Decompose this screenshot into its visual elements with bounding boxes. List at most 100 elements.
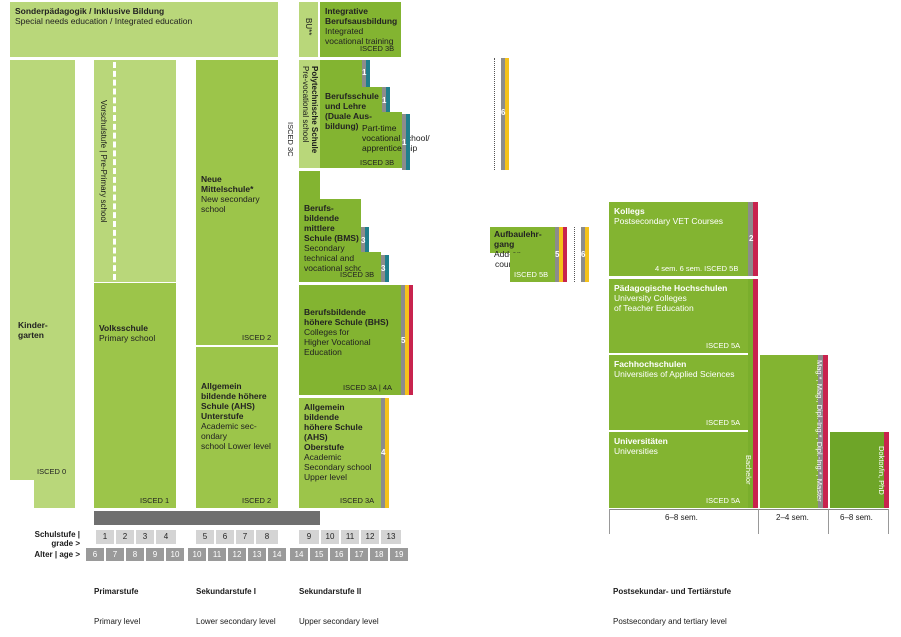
age-cell: 18: [370, 548, 388, 561]
volksschule-subtitle: Primary school: [99, 333, 156, 343]
grade-cell: 2: [116, 530, 134, 544]
volksschule-title: Volksschule: [99, 323, 148, 333]
bachelor-column: [748, 279, 753, 508]
preprimary-label: Vorschulstufe | Pre-Primary school: [99, 100, 108, 223]
bu-label: BU**: [304, 18, 313, 36]
integrative-isced: ISCED 3B: [360, 44, 395, 53]
berufsschule-bar2-grey: [382, 87, 386, 112]
grade-cell: 3: [136, 530, 154, 544]
master-bar-red: [823, 355, 828, 508]
grade-cell: 7: [236, 530, 254, 544]
kolleg-isced: 4 sem. 6 sem. ISCED 5B: [655, 264, 739, 273]
berufsschule-step1: [320, 60, 362, 90]
kolleg-bar-grey: [748, 202, 753, 276]
age-cell: 8: [126, 548, 144, 561]
grade-cell: 6: [216, 530, 234, 544]
bachelor-bar-red: [753, 279, 758, 508]
age-cell: 10: [188, 548, 206, 561]
fh-isced: ISCED 5A: [706, 418, 741, 427]
kindergarten-step: [34, 480, 75, 508]
ahs-upper-isced: ISCED 3A: [340, 496, 375, 505]
aufbau-n: 5: [555, 250, 560, 259]
aufbau-isced: ISCED 5B: [514, 270, 549, 279]
ahs-upper-subtitle: Academic Secondary school Upper level: [304, 452, 372, 482]
kolleg-n: 2: [749, 234, 754, 243]
grade-cell: 11: [341, 530, 359, 544]
duration-doctor: 6–8 sem.: [840, 513, 873, 522]
volksschule-block: Volksschule Primary school: [94, 283, 176, 508]
berufsschule-bar1-teal: [366, 60, 370, 88]
bms-top: [299, 171, 320, 199]
age-cell: 19: [390, 548, 408, 561]
level-tertiary: Postsekundar- und Tertiärstufe Postsecon…: [613, 587, 732, 626]
berufsschule-block: Berufsschule und Lehre (Duale Aus- bildu…: [320, 87, 382, 168]
isced3c-label: ISCED 3C: [286, 122, 295, 157]
six-a: 6: [501, 108, 506, 117]
bachelor-label: Bachelor: [744, 455, 753, 485]
uni-block: Universitäten Universities: [609, 432, 748, 508]
special-needs-subtitle: Special needs education / Integrated edu…: [15, 16, 193, 26]
preprimary-block: [94, 60, 176, 282]
special-needs-block: Sonderpädagogik / Inklusive Bildung Spec…: [10, 2, 278, 57]
berufsschule-n1: 1: [362, 68, 367, 77]
bhs-isced: ISCED 3A | 4A: [343, 383, 393, 392]
integrative-subtitle: Integrated vocational training: [325, 26, 394, 46]
bhs-title: Berufsbildende höhere Schule (BHS): [304, 307, 389, 327]
doctor-block: [830, 432, 884, 508]
special-needs-title: Sonderpädagogik / Inklusive Bildung: [15, 6, 165, 16]
level-primary: Primarstufe Primary level: [94, 587, 141, 626]
six-a-bar-yellow: [505, 58, 509, 170]
compulsory-bar: Allgemeine Schulpflicht | compulsory edu…: [94, 511, 320, 550]
berufsschule-bar2-teal: [386, 87, 390, 112]
ph-isced: ISCED 5A: [706, 341, 741, 350]
grade-cell: 1: [96, 530, 114, 544]
age-cell: 12: [228, 548, 246, 561]
age-cell: 13: [248, 548, 266, 561]
age-cell: 17: [350, 548, 368, 561]
bms-title: Berufs- bildende mittlere Schule (BMS): [304, 203, 359, 243]
poly-block: [299, 60, 320, 168]
aufbau-title: Aufbaulehr- gang: [494, 229, 542, 249]
kindergarten-block: Kinder- garten: [10, 60, 75, 480]
aufbau-ext: [510, 253, 555, 282]
ahs-lower-isced: ISCED 2: [242, 496, 272, 505]
berufsschule-bar3-teal: [406, 114, 410, 170]
aufbau-bar-red: [563, 227, 567, 282]
bms-bar1-teal: [365, 227, 369, 252]
six-b-bar-grey: [581, 227, 585, 282]
aufbau-subtitle: Add-on course: [494, 249, 522, 269]
tertiary-tick-3: [888, 509, 889, 534]
level-lower-secondary: Sekundarstufe I Lower secondary level: [196, 587, 276, 626]
tertiary-tick-2: [828, 509, 829, 534]
berufsschule-n3: 1: [402, 138, 407, 147]
kolleg-subtitle: Postsecondary VET Courses: [614, 216, 723, 226]
bms-n2: 3: [381, 264, 386, 273]
grade-cell: 13: [381, 530, 401, 544]
nms-subtitle: New secondary school: [201, 194, 260, 214]
dotted-line-b: [574, 227, 575, 282]
bms-block: Berufs- bildende mittlere Schule (BMS) S…: [299, 199, 369, 282]
berufsschule-title: Berufsschule und Lehre (Duale Aus- bildu…: [325, 91, 379, 131]
age-cell: 15: [310, 548, 328, 561]
bms-bar2-grey: [381, 255, 385, 282]
age-cell: 10: [166, 548, 184, 561]
fh-subtitle: Universities of Applied Sciences: [614, 369, 735, 379]
berufsschule-isced: ISCED 3B: [360, 158, 395, 167]
grade-cell: 12: [361, 530, 379, 544]
ahs-upper-title: Allgemein bildende höhere Schule (AHS) O…: [304, 402, 363, 452]
aufbau-bar-yellow: [559, 227, 563, 282]
ph-subtitle: University Colleges of Teacher Education: [614, 293, 694, 313]
age-cell: 14: [268, 548, 286, 561]
berufsschule-ext: [382, 112, 402, 168]
doctor-label: Doktor/in, PhD: [877, 446, 886, 495]
grade-cell: 10: [321, 530, 339, 544]
grade-cell: 8: [256, 530, 278, 544]
ph-block: Pädagogische Hochschulen University Coll…: [609, 279, 748, 353]
nms-title: Neue Mittelschule*: [201, 174, 254, 194]
berufsschule-n2: 1: [382, 96, 387, 105]
grade-cell: 4: [156, 530, 176, 544]
kolleg-bar-red: [753, 202, 758, 276]
ahs-upper-bar-yellow: [385, 398, 389, 508]
tertiary-tick-1: [758, 509, 759, 534]
schulstufe-label: Schulstufe | grade >: [34, 530, 80, 548]
